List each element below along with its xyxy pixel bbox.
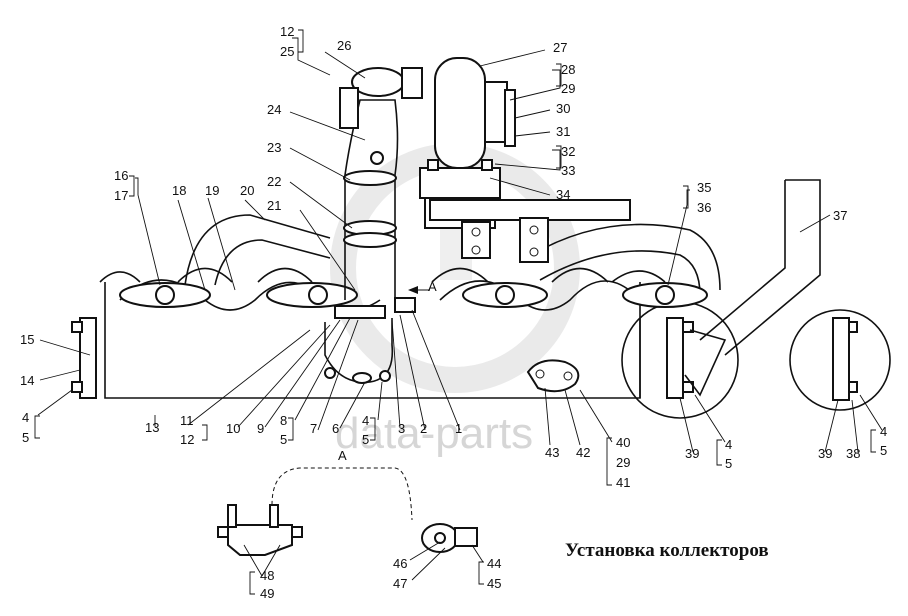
callout-brackets	[34, 29, 876, 595]
view-a-arrow-label: A	[428, 279, 437, 294]
callout-7: 7	[310, 421, 317, 436]
callout-39-b: 39	[818, 446, 832, 461]
callout-41: 41	[616, 475, 630, 490]
callout-27: 27	[553, 40, 567, 55]
callout-43: 43	[545, 445, 559, 460]
callout-14: 14	[20, 373, 34, 388]
view-a	[217, 467, 478, 556]
callout-15: 15	[20, 332, 34, 347]
turbocharger	[419, 57, 631, 229]
callout-9: 9	[257, 421, 264, 436]
callout-33: 33	[561, 163, 575, 178]
callout-numbers: 12 25 26 27 28 29 30 31 32 33 34 24 23 2…	[20, 24, 887, 601]
callout-42: 42	[576, 445, 590, 460]
callout-18: 18	[172, 183, 186, 198]
callout-8: 8	[280, 413, 287, 428]
callout-11: 11	[180, 413, 194, 428]
exhaust-pipe	[339, 67, 423, 300]
callout-40: 40	[616, 435, 630, 450]
callout-32: 32	[561, 144, 575, 159]
callout-22: 22	[267, 174, 281, 189]
loose-gasket	[526, 359, 580, 393]
callout-25: 25	[280, 44, 294, 59]
callout-13: 13	[145, 420, 159, 435]
view-a-label: A	[338, 448, 347, 463]
callout-37: 37	[833, 208, 847, 223]
callout-16: 16	[114, 168, 128, 183]
callout-21: 21	[267, 198, 281, 213]
callout-2: 2	[420, 421, 427, 436]
intake-pipe	[699, 179, 821, 356]
callout-38: 38	[846, 446, 860, 461]
callout-49: 49	[260, 586, 274, 601]
exhaust-manifold	[71, 214, 739, 419]
callout-4-c: 4	[725, 437, 732, 452]
callout-4-left: 4	[22, 410, 29, 425]
callout-45: 45	[487, 576, 501, 591]
callout-3: 3	[398, 421, 405, 436]
callout-10: 10	[226, 421, 240, 436]
callout-5-a: 5	[280, 432, 287, 447]
flange-detail	[789, 309, 891, 411]
callout-4-d: 4	[880, 424, 887, 439]
leader-lines	[37, 37, 883, 581]
callout-35: 35	[697, 180, 711, 195]
callout-20: 20	[240, 183, 254, 198]
callout-30: 30	[556, 101, 570, 116]
callout-1: 1	[455, 421, 462, 436]
callout-28: 28	[561, 62, 575, 77]
callout-12: 12	[280, 24, 294, 39]
callout-24: 24	[267, 102, 281, 117]
callout-5-b: 5	[362, 432, 369, 447]
callout-31: 31	[556, 124, 570, 139]
callout-36: 36	[697, 200, 711, 215]
callout-5-left: 5	[22, 430, 29, 445]
callout-39: 39	[685, 446, 699, 461]
callout-4-b: 4	[362, 413, 369, 428]
manifold-gaskets	[461, 217, 549, 263]
callout-26: 26	[337, 38, 351, 53]
callout-48: 48	[260, 568, 274, 583]
callout-34: 34	[556, 187, 570, 202]
manifold-clamps	[119, 282, 708, 308]
callout-47: 47	[393, 576, 407, 591]
watermark-text: data-parts	[335, 409, 533, 458]
callout-6: 6	[332, 421, 339, 436]
callout-5-c: 5	[725, 456, 732, 471]
callout-46: 46	[393, 556, 407, 571]
callout-29-b: 29	[616, 455, 630, 470]
callout-23: 23	[267, 140, 281, 155]
callout-17: 17	[114, 188, 128, 203]
callout-12-b: 12	[180, 432, 194, 447]
diagram-title: Установка коллекторов	[565, 540, 769, 561]
callout-44: 44	[487, 556, 501, 571]
callout-19: 19	[205, 183, 219, 198]
callout-5-d: 5	[880, 443, 887, 458]
lower-cover	[324, 297, 416, 384]
callout-29: 29	[561, 81, 575, 96]
